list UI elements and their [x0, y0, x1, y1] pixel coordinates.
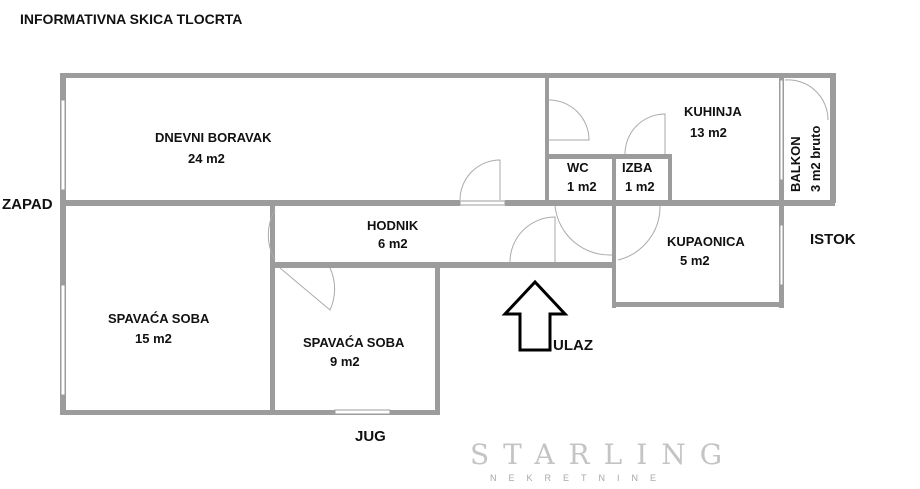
- room-living-area: 24 m2: [188, 151, 225, 166]
- entrance-label: ULAZ: [553, 337, 593, 354]
- room-bathroom-area: 5 m2: [680, 253, 710, 268]
- walls: [60, 73, 836, 415]
- watermark-sub: NEKRETNINE: [490, 473, 668, 483]
- room-balcony-area: 3 m2 bruto: [808, 125, 823, 192]
- watermark: STARLING NEKRETNINE: [470, 438, 736, 483]
- door-swings: [267, 79, 829, 311]
- room-hallway-area: 6 m2: [378, 236, 408, 251]
- room-bedroom2-area: 9 m2: [330, 354, 360, 369]
- room-living-name: DNEVNI BORAVAK: [155, 130, 272, 145]
- direction-west: ZAPAD: [2, 196, 53, 213]
- room-wc-name: WC: [567, 160, 589, 175]
- plan-title: INFORMATIVNA SKICA TLOCRTA: [20, 11, 242, 27]
- room-storage-area: 1 m2: [625, 179, 655, 194]
- room-bedroom2-name: SPAVAĆA SOBA: [303, 335, 405, 350]
- direction-east: ISTOK: [810, 231, 856, 248]
- room-balcony-name: BALKON: [788, 136, 803, 192]
- room-bedroom1-area: 15 m2: [135, 331, 172, 346]
- room-bedroom1-name: SPAVAĆA SOBA: [108, 311, 210, 326]
- watermark-brand: STARLING: [470, 438, 736, 471]
- room-storage-name: IZBA: [622, 160, 653, 175]
- room-bathroom-name: KUPAONICA: [667, 234, 745, 249]
- room-kitchen-name: KUHINJA: [684, 104, 742, 119]
- room-hallway-name: HODNIK: [367, 218, 419, 233]
- entrance-arrow-icon: [501, 279, 569, 352]
- room-wc-area: 1 m2: [567, 179, 597, 194]
- windows: [60, 79, 784, 415]
- direction-south: JUG: [355, 428, 386, 445]
- room-kitchen-area: 13 m2: [690, 125, 727, 140]
